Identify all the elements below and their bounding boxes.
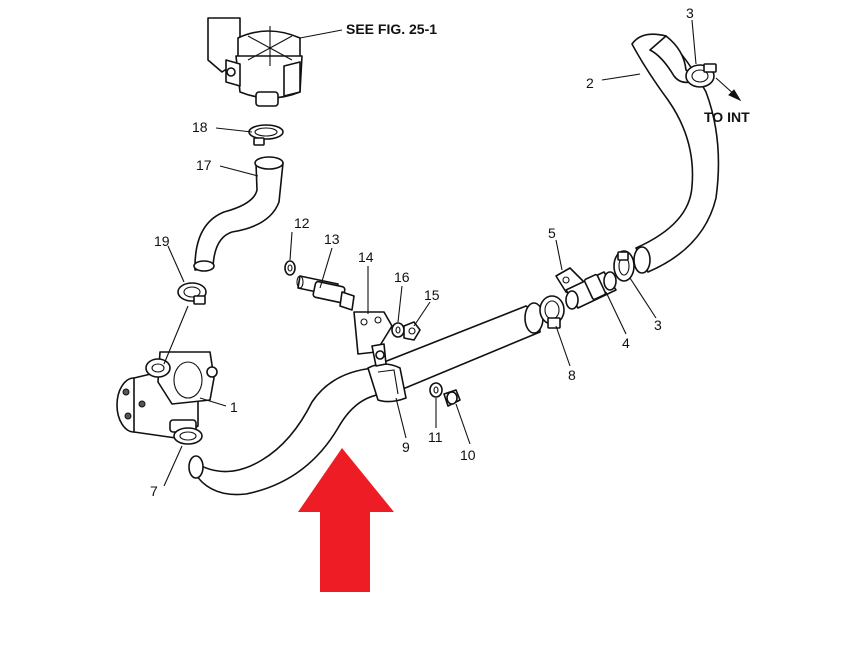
label-14: 14 [358, 249, 374, 265]
label-2: 2 [586, 75, 594, 91]
part-8-clamp [539, 295, 565, 329]
part-13-bolt [296, 275, 355, 311]
callout-labels: SEE FIG. 25-1 TO INT 1 2 3 3 4 5 7 8 9 1… [150, 5, 750, 499]
label-12: 12 [294, 215, 310, 231]
part-19-clamp [177, 282, 207, 305]
to-int-arrow [715, 77, 742, 102]
part-3-clamp-lower [613, 250, 635, 282]
label-4: 4 [622, 335, 630, 351]
label-8: 8 [568, 367, 576, 383]
part-15-nut [403, 321, 421, 341]
label-1: 1 [230, 399, 238, 415]
part-1-pump [116, 351, 218, 439]
part-9-hose [188, 302, 544, 496]
part-17-hose [193, 156, 284, 272]
top-assembly [207, 17, 303, 107]
part-16-washer [391, 322, 405, 338]
label-11: 11 [428, 429, 443, 445]
label-5: 5 [548, 225, 556, 241]
part-14-bracket [353, 311, 393, 367]
leader-lines [163, 19, 697, 487]
part-11-washer [429, 382, 443, 398]
label-9: 9 [402, 439, 410, 455]
label-see-fig: SEE FIG. 25-1 [346, 21, 437, 37]
label-19: 19 [154, 233, 170, 249]
label-7: 7 [150, 483, 158, 499]
part-7-clamp [173, 427, 203, 445]
label-10: 10 [460, 447, 476, 463]
label-3-lower: 3 [654, 317, 662, 333]
label-3-upper: 3 [686, 5, 694, 21]
highlight-arrow-icon [298, 448, 394, 592]
part-10-bolt [443, 389, 461, 407]
part-12-washer [284, 260, 296, 276]
label-13: 13 [324, 231, 340, 247]
label-to-int: TO INT [704, 109, 750, 125]
label-18: 18 [192, 119, 208, 135]
part-18-clamp [248, 124, 284, 146]
part-3-clamp-upper [685, 63, 717, 88]
label-16: 16 [394, 269, 410, 285]
part-4-fitting [565, 271, 617, 310]
label-15: 15 [424, 287, 440, 303]
part-2-hose [631, 33, 720, 274]
label-17: 17 [196, 157, 212, 173]
